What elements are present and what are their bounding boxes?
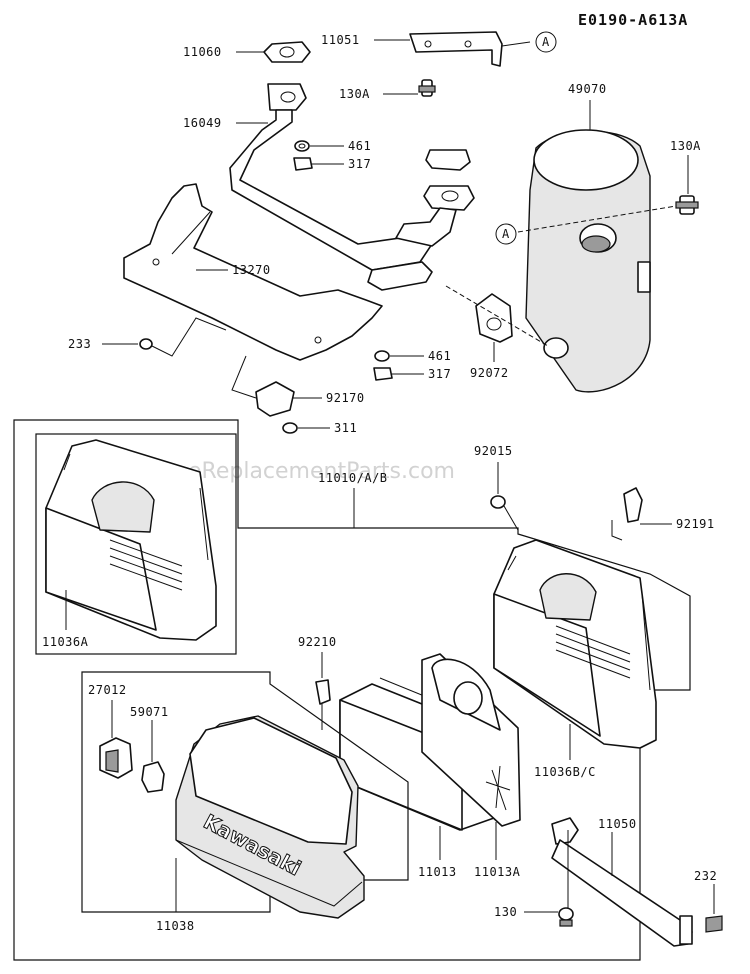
marker-a-top: A — [542, 35, 550, 49]
label-27012: 27012 — [88, 683, 127, 697]
label-317-bottom: 317 — [428, 367, 451, 381]
air-cleaner-group-frame — [13, 419, 691, 961]
air-cleaner-cover-part — [175, 715, 365, 919]
muffler-bracket-part — [409, 31, 503, 67]
latch-59071-part — [141, 761, 165, 793]
label-11036a: 11036A — [42, 635, 89, 649]
nut-461-bottom-part — [374, 350, 390, 362]
label-130: 130 — [494, 905, 517, 919]
label-461-top: 461 — [348, 139, 371, 153]
nut-461-top-part — [294, 140, 310, 152]
air-cleaner-base-part — [493, 539, 657, 749]
clamp-92170-part — [231, 355, 295, 417]
reference-marker-a-mid — [495, 223, 517, 245]
fastener-27012-part — [99, 737, 133, 779]
clamp-92072-part — [445, 285, 549, 347]
air-cleaner-base-inset-part — [45, 439, 217, 641]
nut-317-top-part — [293, 157, 313, 171]
label-232: 232 — [694, 869, 717, 883]
label-92170: 92170 — [326, 391, 365, 405]
label-130a-top: 130A — [339, 87, 370, 101]
label-11060: 11060 — [183, 45, 222, 59]
label-59071: 59071 — [130, 705, 169, 719]
bolt-130a-top-part — [418, 79, 436, 97]
nut-317-bottom-part — [373, 367, 393, 381]
sheet-code: E0190-A613A — [578, 11, 688, 29]
marker-a-mid: A — [502, 227, 510, 241]
label-13270: 13270 — [232, 263, 271, 277]
bolt-130-part — [558, 907, 574, 927]
screw-232-part — [705, 915, 723, 933]
label-233: 233 — [68, 337, 91, 351]
heat-shield-plate-part — [123, 183, 383, 361]
bolt-233-part — [139, 317, 227, 357]
bolt-92015-part — [490, 495, 519, 531]
label-11038: 11038 — [156, 919, 195, 933]
label-130a-right: 130A — [670, 139, 701, 153]
label-49070: 49070 — [568, 82, 607, 96]
label-11051: 11051 — [321, 33, 360, 47]
label-11036bc: 11036B/C — [534, 765, 596, 779]
watermark-text: eReplacementParts.com — [188, 459, 455, 484]
clip-92210-part — [315, 679, 331, 730]
fitting-92191-part — [611, 487, 643, 541]
exhaust-pipe-part — [229, 83, 475, 291]
muffler-part — [525, 129, 651, 393]
label-16049: 16049 — [183, 116, 222, 130]
inset-box-11038 — [81, 671, 409, 913]
inset-box-11036a — [35, 433, 237, 655]
label-311: 311 — [334, 421, 357, 435]
support-rod-part — [551, 817, 693, 947]
bolt-130a-right-part — [675, 195, 699, 215]
label-92210: 92210 — [298, 635, 337, 649]
label-92072: 92072 — [470, 366, 509, 380]
pre-cleaner-part — [421, 653, 521, 827]
label-11050: 11050 — [598, 817, 637, 831]
label-92015: 92015 — [474, 444, 513, 458]
label-11013a: 11013A — [474, 865, 521, 879]
label-92191: 92191 — [676, 517, 715, 531]
exhaust-gasket-part — [263, 41, 311, 63]
label-11013: 11013 — [418, 865, 457, 879]
nut-311-part — [282, 422, 298, 434]
label-461-bottom: 461 — [428, 349, 451, 363]
label-317-top: 317 — [348, 157, 371, 171]
label-11010: 11010/A/B — [318, 471, 388, 485]
reference-marker-a-top — [535, 31, 557, 53]
